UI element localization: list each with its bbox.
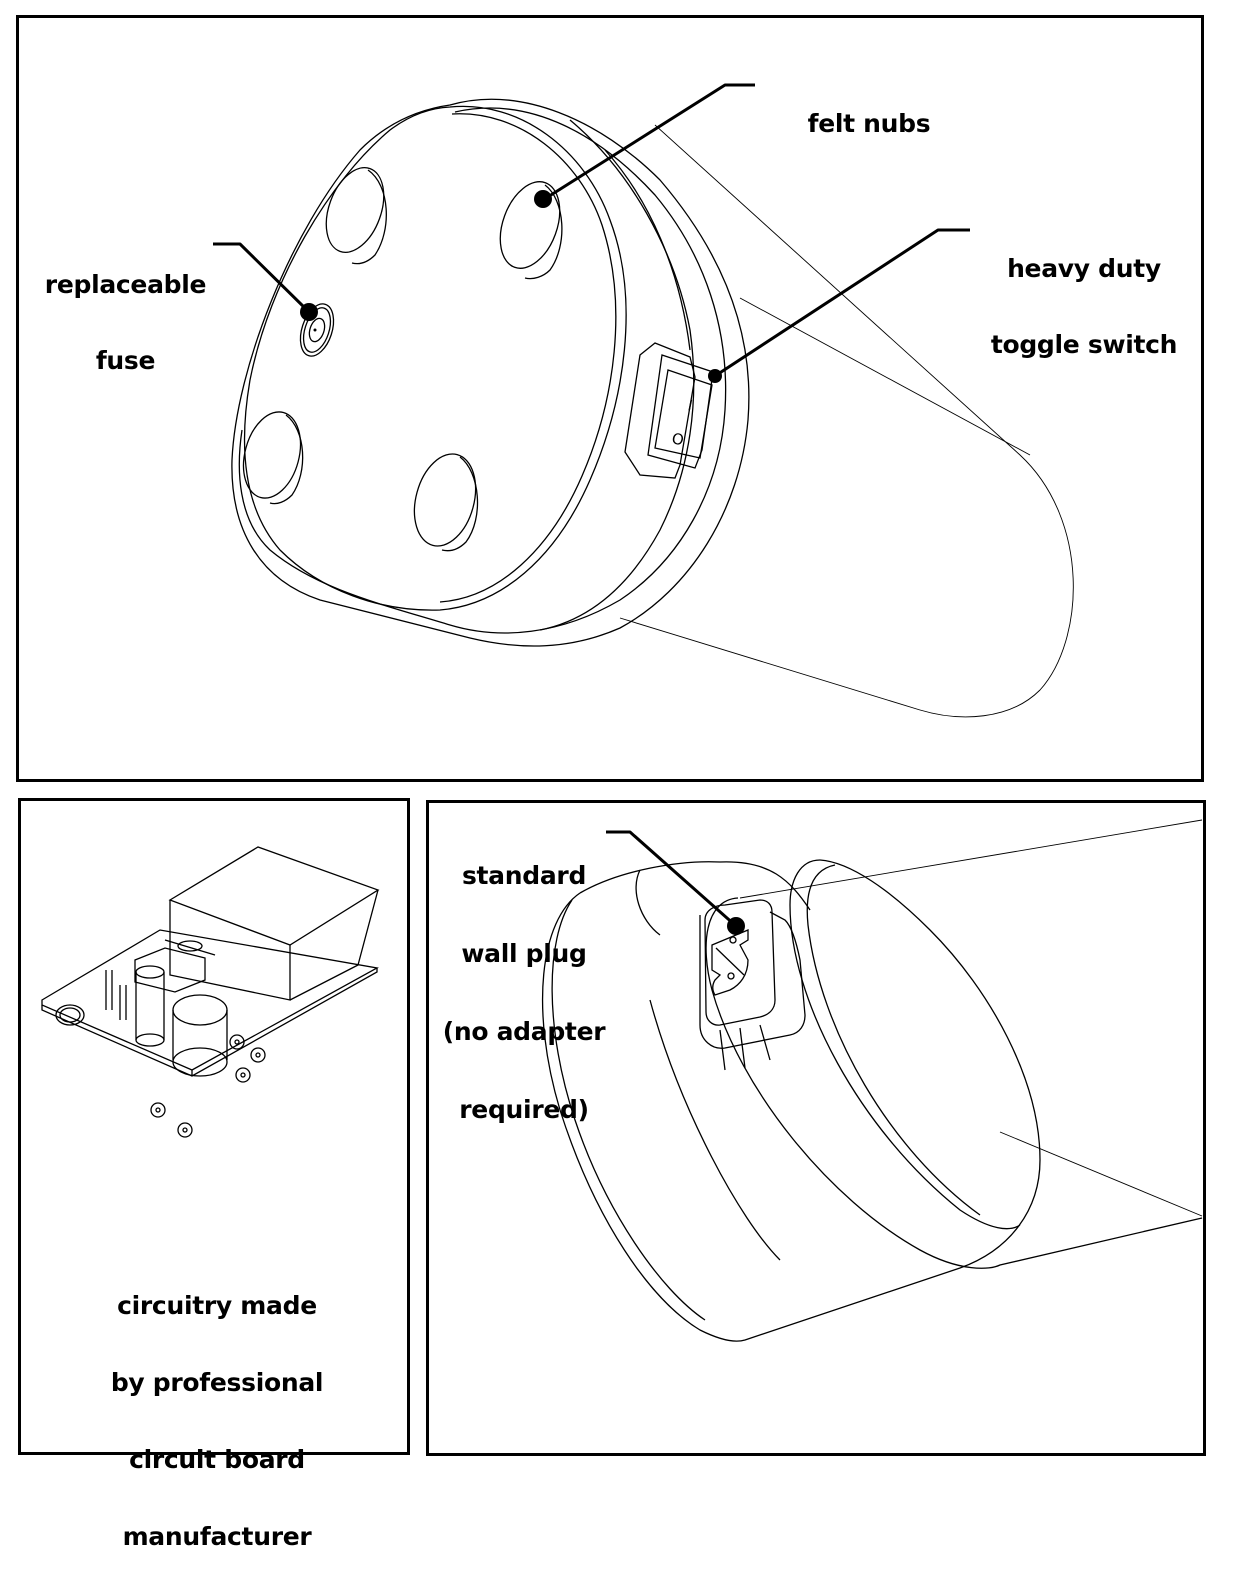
caption-line-1: circuitry made bbox=[117, 1290, 317, 1320]
callout-replaceable-fuse: replaceable fuse bbox=[33, 228, 218, 418]
leader-fuse bbox=[213, 242, 312, 315]
callout-felt-nubs: felt nubs bbox=[774, 67, 964, 181]
callout-toggle-switch: heavy duty toggle switch bbox=[979, 212, 1189, 402]
wall-plug-socket bbox=[699, 899, 806, 1071]
callout-plug-line-3: (no adapter bbox=[442, 1017, 606, 1046]
panel-circuit-board: circuitry made by professional circuit b… bbox=[18, 798, 410, 1551]
leaders bbox=[213, 83, 970, 383]
callout-plug-line-4: required) bbox=[459, 1095, 589, 1124]
device-base-drawing: I O bbox=[213, 83, 1074, 718]
callout-fuse-line-1: replaceable bbox=[44, 270, 207, 299]
toggle-switch-art: I O bbox=[624, 342, 714, 479]
end-cap-band bbox=[541, 859, 1041, 1342]
caption-line-3: circuit board bbox=[129, 1444, 305, 1474]
leader-dot-wall-plug bbox=[727, 917, 745, 935]
end-cap bbox=[231, 98, 750, 647]
leader-dot-felt-nubs bbox=[534, 190, 552, 208]
leader-switch bbox=[714, 228, 970, 378]
tube-body bbox=[705, 819, 1203, 1269]
circuit-board-drawing bbox=[41, 846, 380, 1138]
switch-off-mark: O bbox=[670, 429, 685, 449]
callout-fuse-line-2: fuse bbox=[95, 346, 156, 375]
leader-felt-nubs bbox=[542, 83, 755, 202]
callout-felt-nubs-line-1: felt nubs bbox=[807, 109, 931, 138]
callout-plug-line-2: wall plug bbox=[461, 939, 587, 968]
callout-switch-line-1: heavy duty bbox=[1007, 254, 1161, 283]
caption-line-2: by professional bbox=[110, 1367, 324, 1397]
leader-dot-fuse bbox=[300, 303, 318, 321]
switch-on-mark: I bbox=[686, 396, 694, 415]
fuse-art bbox=[299, 303, 335, 357]
panel-power-inlet: standard wall plug (no adapter required) bbox=[426, 800, 1206, 1456]
callout-wall-plug: standard wall plug (no adapter required) bbox=[434, 817, 614, 1168]
cylinder-body bbox=[619, 124, 1074, 718]
callout-switch-line-2: toggle switch bbox=[990, 330, 1178, 359]
caption-line-4: manufacturer bbox=[122, 1521, 312, 1551]
pcb-board bbox=[41, 929, 379, 1077]
panel-device-base: I O felt nubs replaceable fuse heavy dut… bbox=[16, 15, 1204, 782]
callout-plug-line-1: standard bbox=[461, 861, 587, 890]
leader-wall-plug bbox=[606, 830, 745, 935]
pcb-components bbox=[105, 939, 266, 1138]
relay-block bbox=[168, 846, 380, 1001]
caption-circuitry: circuitry made by professional circuit b… bbox=[29, 1248, 405, 1595]
power-inlet-drawing bbox=[541, 819, 1203, 1342]
felt-nubs-art bbox=[242, 167, 563, 552]
leader-dot-switch bbox=[708, 369, 722, 383]
